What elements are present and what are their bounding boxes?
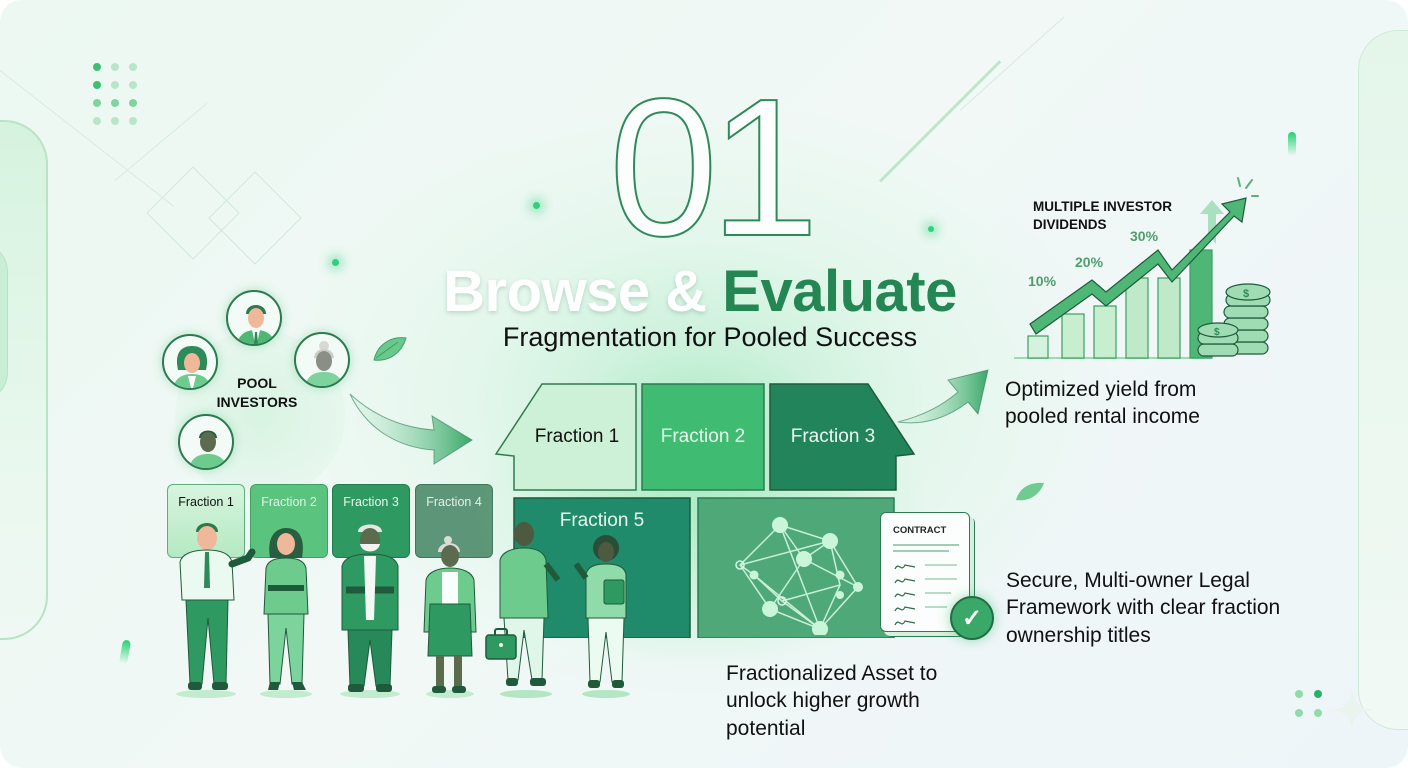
- leaf-icon: [372, 334, 408, 364]
- dot-grid-decoration: [93, 63, 137, 125]
- dollar-coin-stack-icon: $ $: [1197, 283, 1271, 357]
- investor-figure-man-tie: [168, 518, 258, 698]
- house-fraction-5: Fraction 5: [559, 510, 645, 531]
- sparkle-dot: [533, 202, 540, 209]
- pool-investors-label: POOL INVESTORS: [216, 375, 298, 410]
- investor-figure-elder-woman: [420, 536, 480, 698]
- dividend-label-30: 30%: [1130, 228, 1159, 244]
- svg-text:$: $: [1214, 327, 1220, 338]
- page-subtitle: Fragmentation for Pooled Success: [502, 322, 918, 352]
- diamond-decoration: [208, 171, 302, 265]
- house-fraction-2: Fraction 2: [660, 426, 746, 447]
- dividends-title: MULTIPLE INVESTOR DIVIDENDS: [1033, 199, 1173, 233]
- title-part-1: Browse &: [443, 259, 707, 324]
- legal-framework-caption: Secure, Multi-owner Legal Framework with…: [1006, 569, 1281, 647]
- investor-figure-elder-man: [332, 520, 408, 698]
- sparkle-dot: [928, 226, 934, 232]
- investor-figure-woman-suit: [252, 528, 322, 698]
- investor-figure-woman-tablet: [574, 534, 640, 700]
- sparkle-star-icon: [1330, 688, 1374, 732]
- avatar-woman-investor: [162, 334, 218, 390]
- investor-figure-man-sweater: [490, 520, 560, 700]
- avatar-man-investor-dark: [178, 414, 234, 470]
- step-number: 01: [608, 58, 820, 277]
- growth-bar-chart-icon: $ $: [1012, 174, 1282, 364]
- page-title: Browse & Evaluate: [380, 258, 1020, 325]
- team-fraction-3: Fraction 3: [332, 484, 410, 558]
- avatar-elder-woman-investor: [294, 332, 350, 388]
- right-decor-panel: [1358, 30, 1408, 730]
- check-circle-icon: ✓: [950, 596, 994, 640]
- optimized-yield-caption: Optimized yield from pooled rental incom…: [1005, 378, 1200, 429]
- leaf-icon: [1014, 480, 1046, 504]
- fractionalized-asset-caption: Fractionalized Asset to unlock higher gr…: [726, 662, 938, 740]
- dot-grid-decoration-right: [1295, 690, 1322, 717]
- arrow-up-right-icon: [896, 360, 992, 430]
- contract-title: CONTRACT: [893, 525, 947, 536]
- title-part-2: Evaluate: [722, 259, 957, 324]
- sparkle-dot: [332, 259, 339, 266]
- dividend-label-10: 10%: [1028, 273, 1057, 289]
- dividend-label-20: 20%: [1075, 254, 1104, 270]
- house-fraction-3: Fraction 3: [790, 426, 876, 447]
- left-decor-panel: [0, 120, 48, 640]
- glow-stroke-decoration: [118, 639, 132, 665]
- line-decoration: [878, 60, 1002, 183]
- glow-stroke-decoration: [1288, 132, 1296, 156]
- avatar-man-investor-tie: [226, 290, 282, 346]
- svg-text:$: $: [1243, 288, 1249, 300]
- line-decoration: [959, 16, 1065, 111]
- house-fraction-1: Fraction 1: [534, 426, 620, 447]
- flow-arrow-to-house-icon: [346, 388, 476, 468]
- network-nodes-icon: [730, 505, 870, 635]
- briefcase-icon: [484, 627, 518, 661]
